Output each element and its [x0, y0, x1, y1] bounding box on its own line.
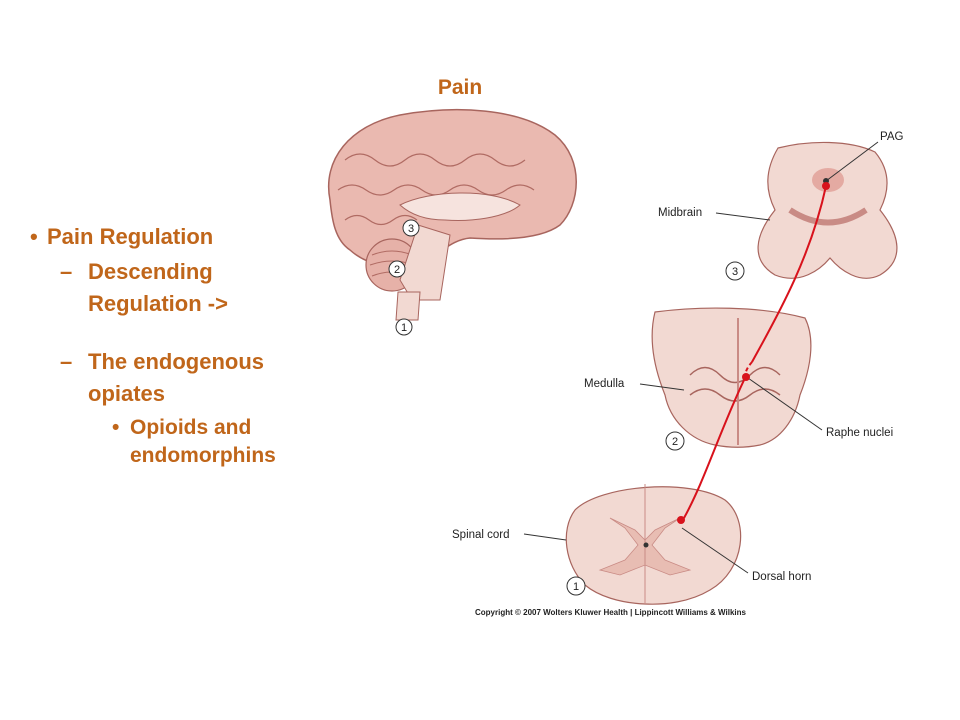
medulla-section-illustration — [651, 307, 812, 448]
pathway-node-pag — [822, 182, 830, 190]
midbrain-section-illustration — [757, 141, 898, 279]
bullet-dot-marker: • — [112, 416, 120, 439]
bullet-dash-marker: – — [60, 349, 73, 374]
bullet-opioids-endomorphins: • Opioids and endomorphins — [24, 414, 324, 470]
bullet-dot-marker: • — [30, 224, 38, 249]
bullet-text: Descending Regulation -> — [88, 259, 228, 316]
bullet-list: • Pain Regulation – Descending Regulatio… — [24, 222, 324, 470]
leader-line — [681, 527, 749, 574]
bullet-descending-regulation: – Descending Regulation -> — [24, 256, 324, 320]
bullet-endogenous-opiates: – The endogenous opiates — [24, 346, 324, 410]
slide-title: Pain — [437, 76, 483, 99]
descending-pathway-line — [683, 377, 746, 519]
leader-line — [715, 212, 771, 221]
brain-sagittal-illustration — [327, 109, 577, 321]
marker-number: 3 — [732, 266, 738, 278]
bullet-text: The endogenous opiates — [88, 349, 264, 406]
marker-circle-2 — [665, 431, 685, 451]
spinal-cord-section-illustration — [565, 484, 742, 605]
marker-circle-3 — [402, 219, 420, 237]
marker-circle-2 — [388, 260, 406, 278]
leader-line — [825, 141, 879, 182]
bullet-text: Opioids and endomorphins — [130, 416, 276, 467]
marker-number: 1 — [573, 581, 579, 593]
marker-number: 1 — [401, 322, 407, 334]
marker-number: 2 — [394, 264, 400, 276]
marker-circle-3 — [725, 261, 745, 281]
leader-line — [639, 383, 685, 391]
label-spinal-cord: Spinal cord — [452, 529, 510, 541]
bullet-text: Pain Regulation — [47, 224, 214, 249]
label-medulla: Medulla — [584, 378, 625, 390]
bullet-pain-regulation: • Pain Regulation — [24, 222, 324, 252]
pathway-node-raphe — [742, 373, 750, 381]
leader-line — [747, 377, 823, 431]
leader-line — [523, 533, 567, 541]
descending-pathway-line — [751, 185, 827, 363]
marker-number: 3 — [408, 223, 414, 235]
marker-circle-1 — [395, 318, 413, 336]
label-dorsal-horn: Dorsal horn — [752, 571, 811, 583]
bullet-dash-marker: – — [60, 259, 73, 284]
marker-number: 2 — [672, 436, 678, 448]
copyright-notice: Copyright © 2007 Wolters Kluwer Health |… — [475, 608, 747, 617]
label-raphe-nuclei: Raphe nuclei — [826, 427, 893, 439]
pathway-node-dorsal-horn — [677, 516, 685, 524]
marker-circle-1 — [566, 576, 586, 596]
label-midbrain: Midbrain — [658, 207, 702, 219]
central-canal-dot — [643, 542, 649, 548]
label-pag: PAG — [880, 131, 903, 143]
